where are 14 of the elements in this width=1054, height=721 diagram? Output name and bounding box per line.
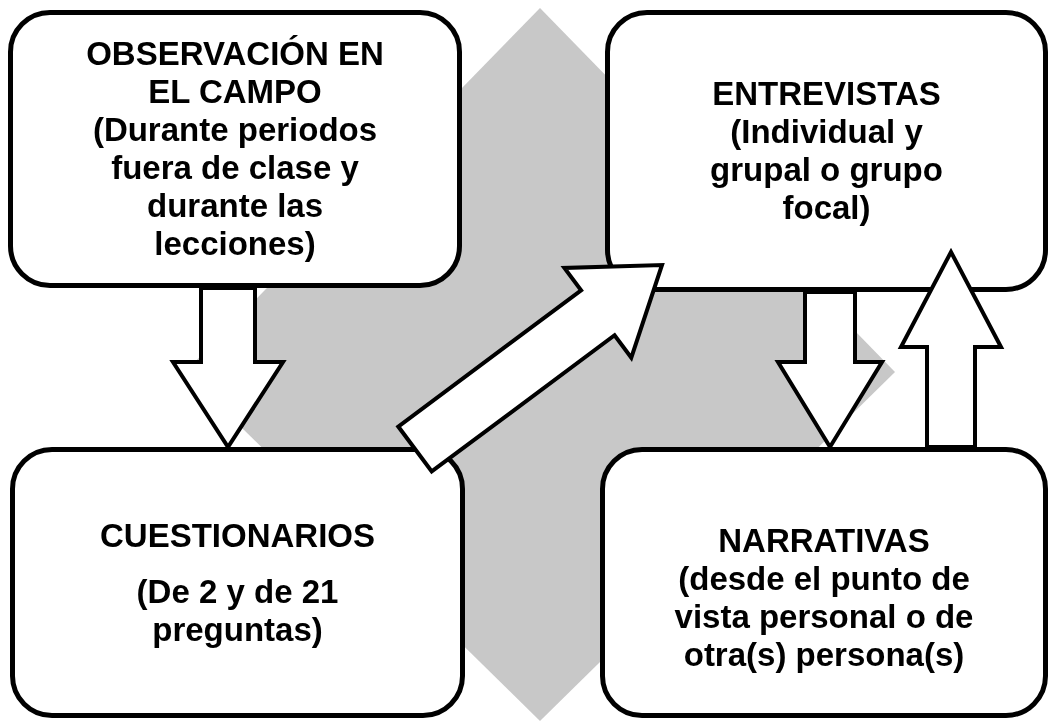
box-heading: ENTREVISTAS [712, 75, 941, 113]
box-description: (De 2 y de 21 preguntas) [135, 572, 340, 649]
rounded-box [605, 10, 1048, 292]
box-heading: NARRATIVAS [718, 521, 930, 560]
box-description: (Durante periodos fuera de clase y durante las lecciones) [91, 111, 379, 263]
box-heading: CUESTIONARIOS [100, 516, 375, 555]
block-arrow [897, 247, 1005, 449]
box-heading: OBSERVACIÓN EN EL CAMPO [85, 35, 385, 111]
rounded-box [10, 447, 465, 718]
box-description: (Individual y grupal o grupo focal) [709, 113, 944, 227]
block-arrow [395, 262, 665, 475]
rounded-box [600, 447, 1048, 718]
rounded-box [8, 10, 462, 288]
box-description: (desde el punto de vista personal o de otra(s) persona(s) [673, 559, 975, 674]
